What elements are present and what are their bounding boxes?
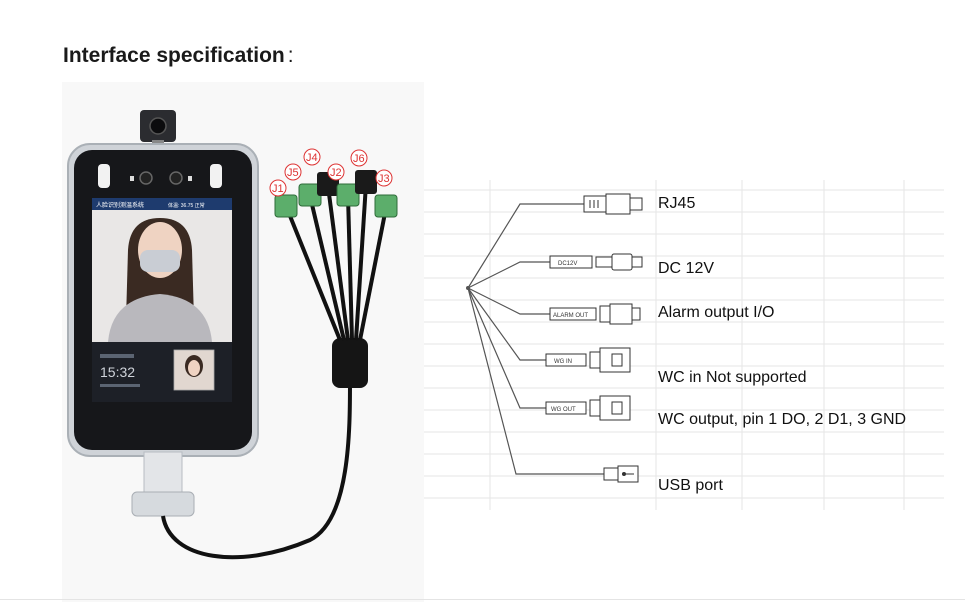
dc12v-connector: DC12V [549,253,643,271]
tag-j3-text: J3 [378,173,390,185]
tag-j3: J3 [375,169,393,187]
port-label-rj45: RJ45 [658,195,696,212]
port-label-alarm-output: Alarm output I/O [658,304,775,321]
screen-header-text: 人脸识别测温系统 [96,201,144,209]
connector-tags: J1 J5 J4 J2 J6 J3 [269,148,393,197]
alarm-out-tag: ALARM OUT [553,313,588,319]
tag-j4-text: J4 [306,152,318,164]
dc12v-tag: DC12V [558,261,577,267]
wg-out-tag: WG OUT [551,407,576,413]
wiring-lines [467,203,604,475]
wg-out-connector: WG OUT [545,395,631,421]
port-label-wc-in: WC in Not supported [658,369,807,386]
tag-j2-text: J2 [330,167,342,179]
main-cable [161,379,352,560]
person-body [108,294,212,342]
screen-header-bar [92,198,232,210]
tag-j6: J6 [350,149,368,167]
connector-j6 [355,170,377,194]
tag-j6-text: J6 [353,153,365,165]
clock-text: 15:32 [100,364,135,380]
page-title: Interface specification: [63,44,294,68]
connector-j2 [336,183,360,207]
tag-j1-text: J1 [272,183,284,195]
device-illustration: 人脸识别测温系统 体温: 36.75 正常 15:32 J1 [67,110,398,560]
wg-in-tag: WG IN [554,359,572,365]
tag-j5-text: J5 [287,167,299,179]
tag-j1: J1 [269,179,287,197]
cable-junction [332,338,368,388]
title-colon: : [287,44,294,67]
camera-lens-left [139,171,153,185]
connector-j1 [274,194,298,218]
face-mask [140,250,180,272]
connector-heads [274,170,398,218]
tag-j5: J5 [284,163,302,181]
title-text: Interface specification [63,44,285,67]
port-label-dc12v: DC 12V [658,260,715,277]
port-label-wc-output: WC output, pin 1 DO, 2 D1, 3 GND [658,411,907,428]
temp-reading-text: 体温: 36.75 正常 [168,202,205,209]
rj45-connector [583,193,643,215]
port-label-usb: USB port [658,477,723,494]
bottom-divider [0,599,965,600]
ir-camera-lens [149,117,167,135]
wg-in-connector: WG IN [545,347,631,373]
wiring-diagram: DC12V ALARM OUT WG IN WG OUT [466,193,643,483]
mounting-base [131,491,195,517]
usb-connector [603,465,639,483]
tag-j4: J4 [303,148,321,166]
camera-lens-right [169,171,183,185]
breakout-wires [284,183,388,341]
connector-j3 [374,194,398,218]
tag-j2: J2 [327,163,345,181]
alarm-out-connector: ALARM OUT [549,303,641,325]
